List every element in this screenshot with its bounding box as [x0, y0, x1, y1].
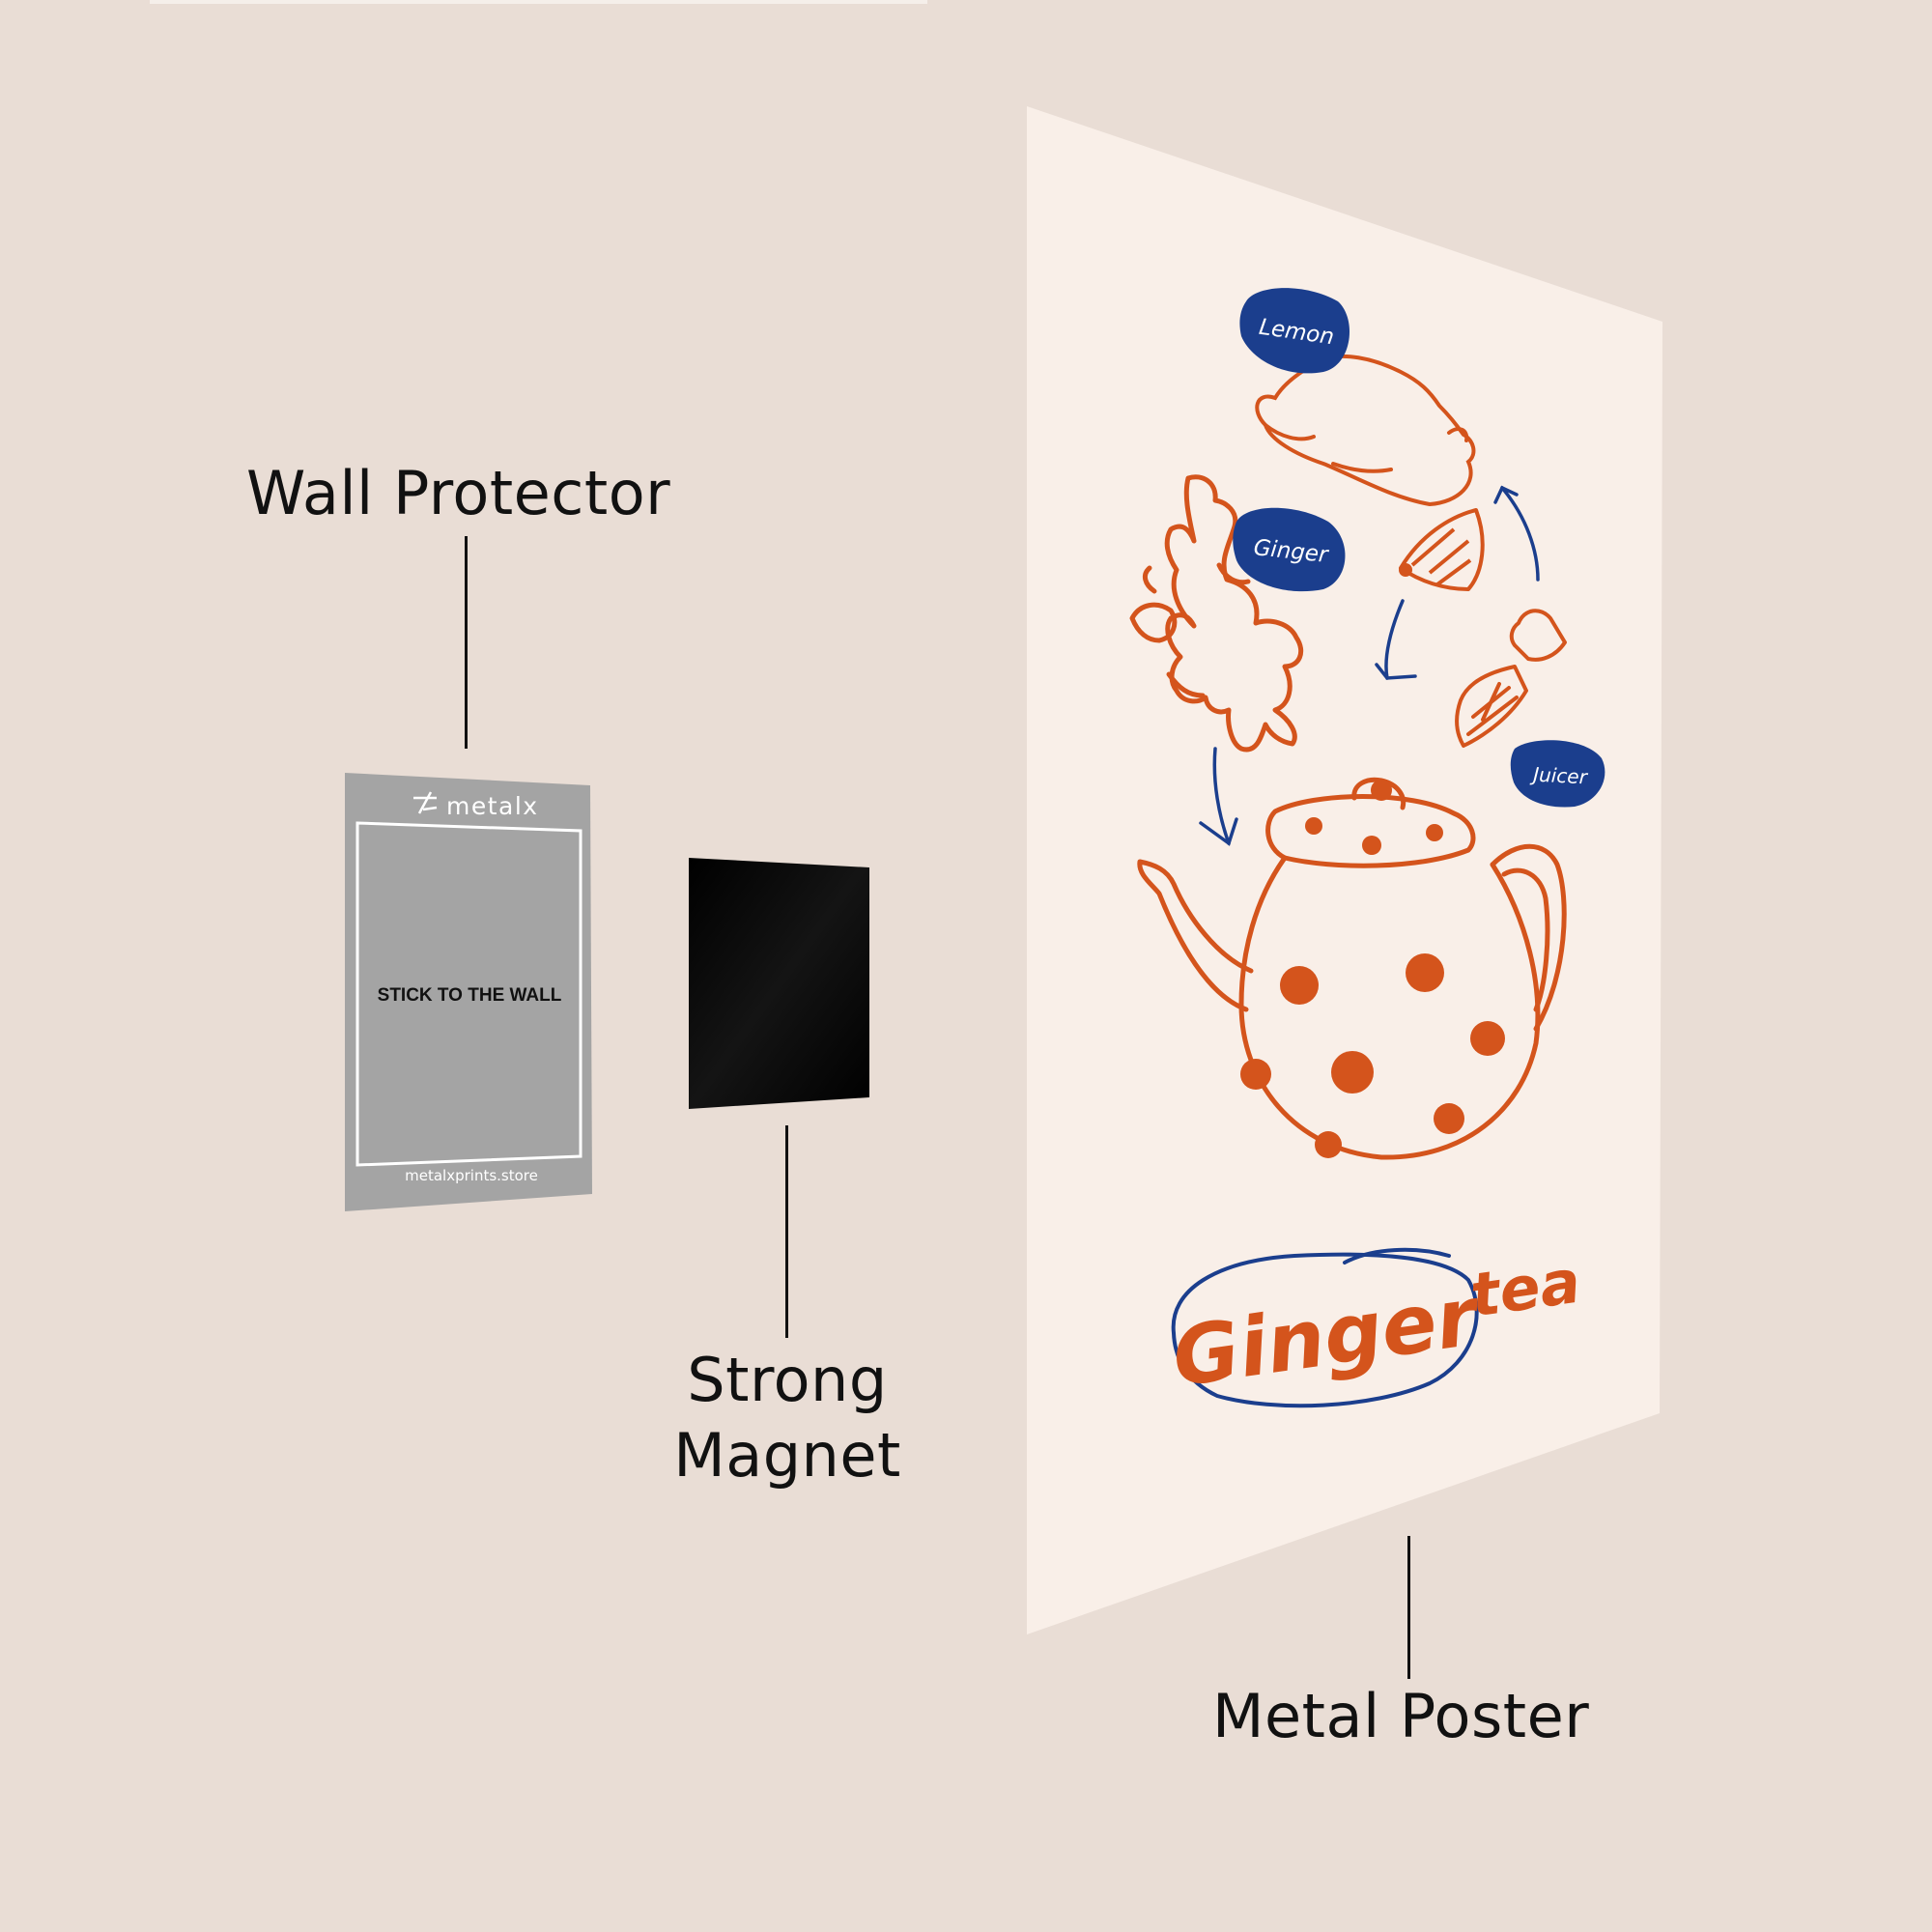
magnet-plate [689, 858, 869, 1109]
label-metal-poster: Metal Poster [1212, 1681, 1590, 1751]
arrow-down-mid-head-icon [1375, 663, 1417, 680]
label-strong-magnet-line1: Strong [687, 1345, 888, 1415]
arrow-up-icon [1500, 486, 1540, 582]
wall-protector-instruction: STICK TO THE WALL [378, 985, 562, 1006]
lemon-illustration-icon [1255, 354, 1476, 507]
label-strong-magnet-line2: Magnet [673, 1419, 901, 1491]
arrow-icons [1199, 485, 1540, 846]
callout-line-wall-protector [465, 536, 468, 749]
teapot-icon [1137, 777, 1567, 1160]
wall-protector-brand: metalx [446, 792, 539, 820]
callout-line-strong-magnet [785, 1125, 788, 1338]
callout-line-metal-poster [1407, 1536, 1410, 1679]
wall-protector-card: metalx STICK TO THE WALL metalxprints.st… [345, 773, 592, 1211]
label-wall-protector: Wall Protector [246, 458, 671, 528]
title-word-tea: tea [1466, 1246, 1585, 1331]
strong-magnet [689, 858, 869, 1109]
tag-ginger: Ginger [1233, 507, 1346, 592]
juicer-icon [1455, 609, 1567, 748]
ginger-root-icon [1129, 474, 1304, 753]
tag-juicer: Juicer [1510, 740, 1605, 808]
wall-protector-inner-border [355, 821, 582, 1167]
label-strong-magnet: Strong Magnet [667, 1343, 908, 1492]
tag-juicer-text: Juicer [1529, 762, 1590, 788]
lemon-slice-icon [1399, 508, 1485, 591]
arrow-down-left-icon [1212, 747, 1231, 845]
top-strip [150, 0, 927, 4]
arrow-down-left-head-icon [1199, 817, 1238, 846]
wall-protector-website: metalxprints.store [405, 1167, 538, 1184]
tag-lemon: Lemon [1239, 288, 1350, 374]
title-circle-flourish-icon [1343, 1247, 1451, 1264]
metal-poster: Lemon Ginger Juicer Ginger tea [1027, 106, 1662, 1634]
teapot-dots [1240, 817, 1505, 1158]
wall-protector-body [345, 773, 592, 1211]
metalx-logo-icon [413, 791, 438, 814]
arrow-up-head-icon [1493, 485, 1519, 504]
arrow-down-mid-icon [1384, 599, 1405, 680]
title-circle-icon [1171, 1252, 1479, 1408]
